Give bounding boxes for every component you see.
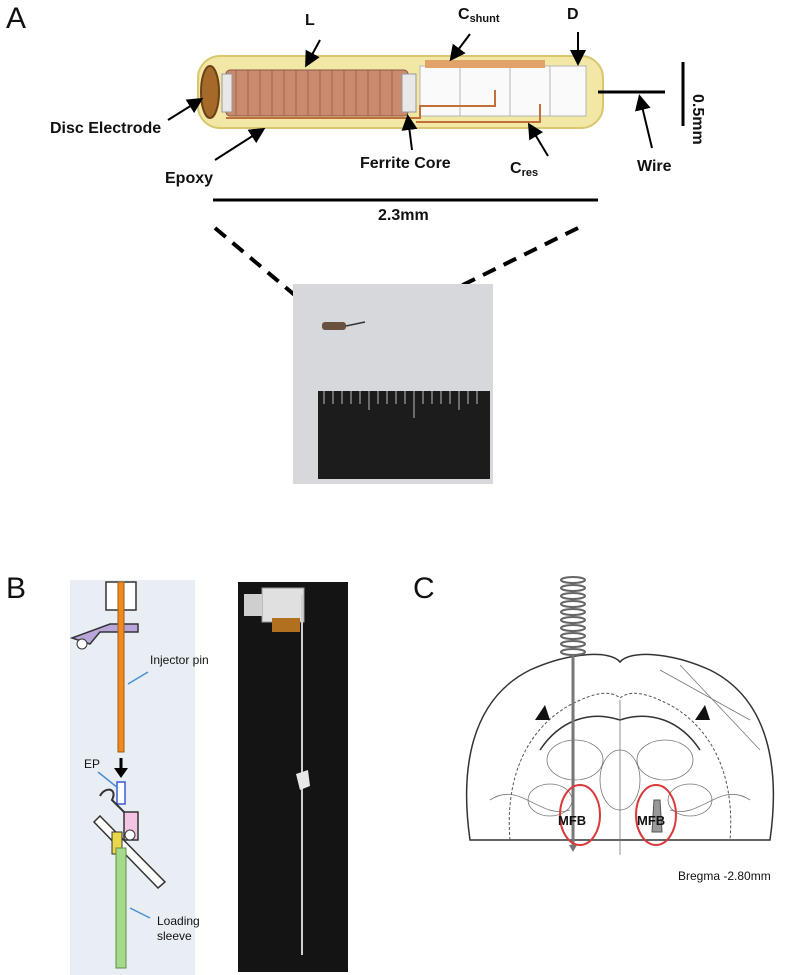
ep-implant: [116, 781, 126, 805]
label-epoxy: Epoxy: [165, 170, 214, 187]
mfb-circle-right: [635, 784, 677, 846]
label-c-shunt: Cshunt: [458, 6, 500, 25]
label-diode: D: [567, 6, 579, 23]
panel-a-letter: A: [6, 2, 27, 35]
label-length: 2.3mm: [378, 207, 429, 224]
injector-photo: [238, 582, 348, 972]
implant-in-photo: [322, 322, 346, 330]
injector-diagram: [69, 580, 348, 975]
c-shunt-strip: [425, 60, 545, 68]
label-c-res: Cres: [510, 160, 539, 179]
injector-pin: [117, 581, 125, 753]
ferrite-core: [401, 73, 417, 113]
label-diameter: 0.5mm: [689, 94, 706, 145]
label-sleeve: sleeve: [157, 929, 192, 943]
label-ferrite-core: Ferrite Core: [360, 155, 451, 172]
photo-holder-block: [261, 587, 305, 623]
label-injector-pin: Injector pin: [150, 653, 209, 667]
implant-schematic: [167, 32, 685, 484]
inductor-coil: [225, 69, 409, 117]
label-disc-electrode: Disc Electrode: [50, 120, 162, 137]
ruler: [318, 391, 490, 479]
capacitor-res: [509, 65, 551, 117]
capacitor-block: [419, 65, 461, 117]
panel-b-letter: B: [6, 572, 27, 605]
diode-block: [549, 65, 587, 117]
label-mfb-right: MFB: [637, 813, 666, 828]
loading-sleeve: [115, 847, 127, 969]
label-mfb-left: MFB: [558, 813, 587, 828]
mfb-circle-left: [559, 784, 601, 846]
capacitor-block: [459, 65, 511, 117]
label-loading: Loading: [157, 914, 200, 928]
brain-atlas-section: [465, 576, 775, 855]
label-inductor: L: [305, 12, 315, 29]
panel-c-letter: C: [413, 572, 435, 605]
disc-electrode: [200, 65, 220, 119]
electrode-spring: [560, 576, 586, 656]
label-bregma: Bregma -2.80mm: [678, 869, 771, 883]
label-wire: Wire: [637, 158, 672, 175]
label-ep: EP: [84, 757, 101, 771]
